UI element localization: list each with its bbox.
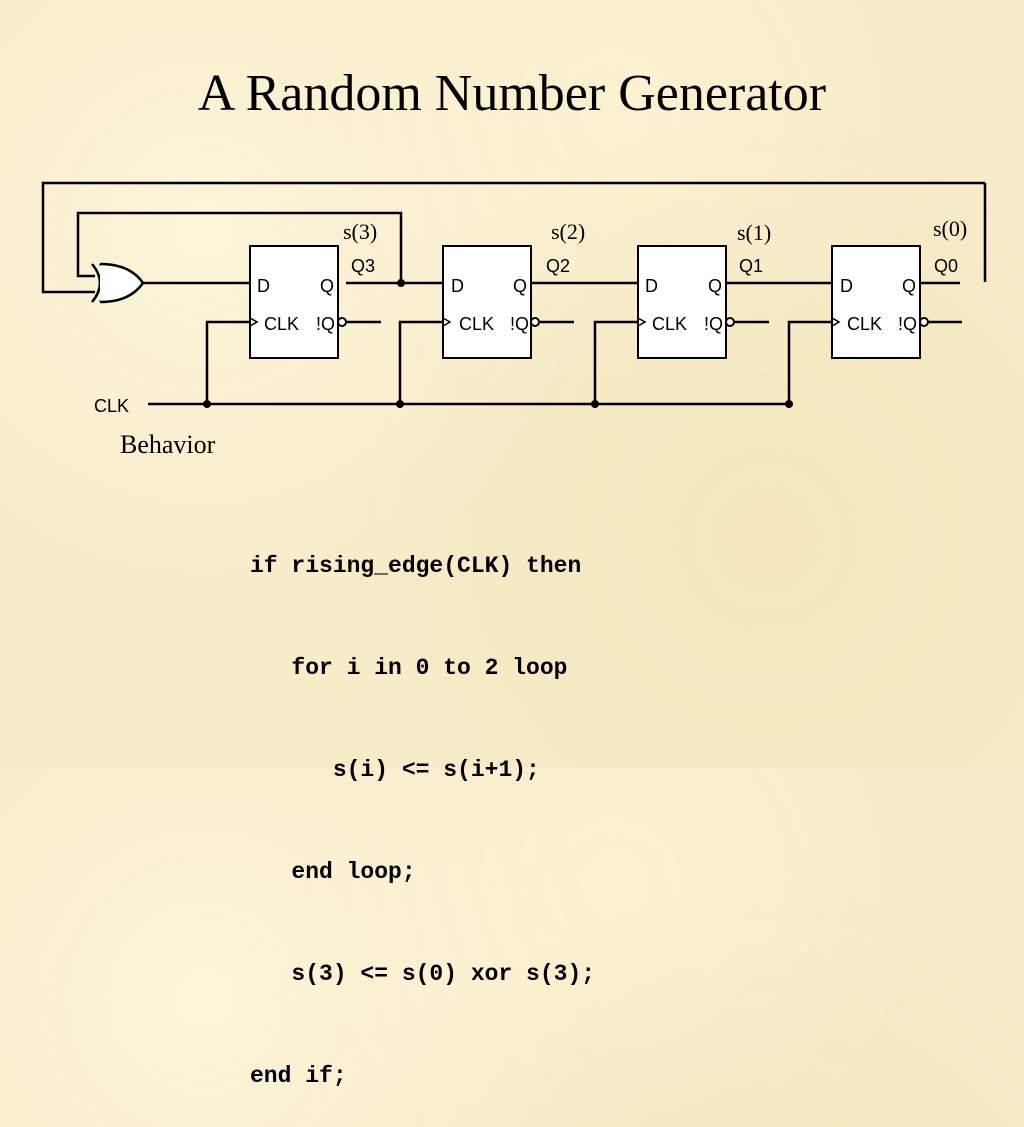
- code-line: end loop;: [250, 859, 416, 885]
- junction-clk-1: [591, 400, 599, 408]
- junction-clk-2: [396, 400, 404, 408]
- ff1-clk-label: CLK: [652, 314, 687, 334]
- ff0-d-label: D: [840, 276, 853, 296]
- ff2-clk-label: CLK: [459, 314, 494, 334]
- output-label-q3: Q3: [351, 256, 375, 276]
- junction-q3: [397, 279, 405, 287]
- junctions: [203, 279, 793, 408]
- code-line: s(i) <= s(i+1);: [250, 757, 540, 783]
- ff1-q-label: Q: [708, 276, 722, 296]
- ff3-clk-label: CLK: [264, 314, 299, 334]
- feedback-wire-q3: [76, 211, 403, 283]
- ff3-q-label: Q: [320, 276, 334, 296]
- flip-flop-1: [637, 245, 735, 359]
- clock-label: CLK: [94, 396, 129, 416]
- code-line: for i in 0 to 2 loop: [250, 655, 568, 681]
- ff1-nq-label: !Q: [704, 314, 723, 334]
- ff2-q-label: Q: [513, 276, 527, 296]
- feedback-wire-q0: [41, 181, 987, 294]
- signal-label-s2: s(2): [551, 219, 585, 244]
- signal-label-s1: s(1): [737, 220, 771, 245]
- ff0-clk-label: CLK: [847, 314, 882, 334]
- flip-flop-3: [249, 245, 347, 359]
- ff2-d-label: D: [451, 276, 464, 296]
- junction-clk-0: [785, 400, 793, 408]
- page-title: A Random Number Generator: [197, 65, 827, 122]
- signal-label-s0: s(0): [933, 216, 967, 241]
- xor-gate: [91, 262, 145, 304]
- code-line: if rising_edge(CLK) then: [250, 553, 582, 579]
- code-line: end if;: [250, 1063, 347, 1089]
- ff3-d-label: D: [257, 276, 270, 296]
- code-line: s(3) <= s(0) xor s(3);: [250, 961, 596, 987]
- output-label-q1: Q1: [739, 256, 763, 276]
- clock-branch-0: [787, 320, 832, 404]
- flip-flop-0: [831, 245, 929, 359]
- junction-clk-3: [203, 400, 211, 408]
- vhdl-code-block: if rising_edge(CLK) then for i in 0 to 2…: [250, 481, 595, 1127]
- ff1-d-label: D: [645, 276, 658, 296]
- ff3-nq-label: !Q: [316, 314, 335, 334]
- ff0-q-label: Q: [902, 276, 916, 296]
- ff2-nq-label: !Q: [510, 314, 529, 334]
- ff0-nq-label: !Q: [898, 314, 917, 334]
- behavior-heading: Behavior: [120, 430, 216, 459]
- flip-flop-2: [442, 245, 540, 359]
- signal-label-s3: s(3): [343, 219, 377, 244]
- circuit-diagram: D Q CLK !Q D Q CLK !Q D Q CLK !Q D Q CLK…: [41, 181, 987, 416]
- clock-branch-3: [205, 320, 250, 404]
- clock-branch-2: [398, 320, 443, 404]
- clock-branch-1: [593, 320, 638, 404]
- output-label-q0: Q0: [934, 256, 958, 276]
- output-label-q2: Q2: [546, 256, 570, 276]
